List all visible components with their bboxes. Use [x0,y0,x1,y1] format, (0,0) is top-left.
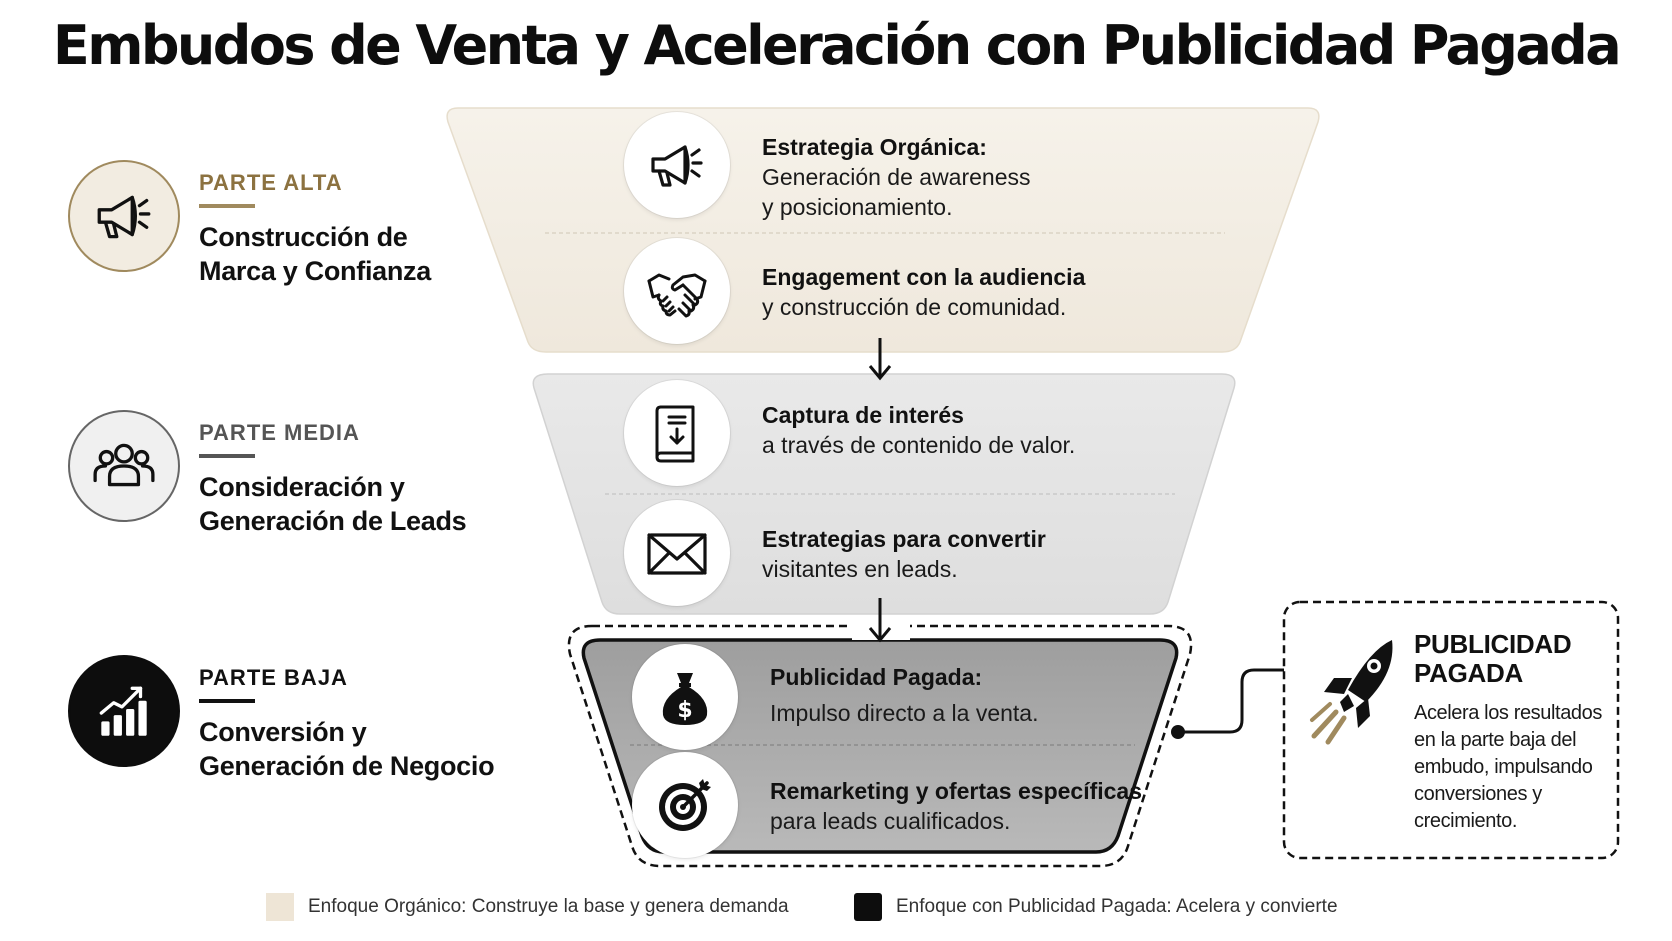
callout-publicidad-pagada: PUBLICIDAD PAGADA Acelera los resultados… [1284,602,1618,858]
stage-heading-line: Construcción de [199,222,408,252]
item-title: Publicidad Pagada: [770,664,983,690]
item-title: Estrategia Orgánica: [762,134,987,160]
legend-item-organic: Enfoque Orgánico: Construye la base y ge… [266,893,789,921]
growth-chart-icon [99,686,147,736]
stage-heading-line: Conversión y [199,717,367,747]
item-line: y posicionamiento. [762,194,953,220]
legend-swatch [854,893,882,921]
stage-parte-media: PARTE MEDIA Consideración y Generación d… [68,410,528,540]
item-icon-circle [624,112,730,218]
megaphone-icon [97,195,151,239]
stage-tag: PARTE MEDIA [199,420,360,445]
item-icon-circle [624,380,730,486]
arrow-down-2 [868,598,892,643]
stage-underline [199,204,255,208]
arrow-down-1 [868,338,892,381]
legend-label: Enfoque con Publicidad Pagada: Acelera y… [896,896,1338,917]
stage-parte-baja: PARTE BAJA Conversión y Generación de Ne… [68,655,528,785]
stage-parte-alta: PARTE ALTA Construcción de Marca y Confi… [68,160,528,290]
people-group-icon [93,443,155,487]
item-line: Generación de awareness [762,164,1031,190]
stage-heading-line: Consideración y [199,472,405,502]
item-line: y construcción de comunidad. [762,294,1067,320]
callout-body: Acelera los resultados en la parte baja … [1414,702,1602,832]
item-title: Captura de interés [762,402,964,428]
item-icon-circle [624,238,730,344]
stage-heading-line: Marca y Confianza [199,256,431,286]
stage-heading: Construcción de Marca y Confianza [199,220,431,288]
target-icon [659,779,711,831]
item-line: Impulso directo a la venta. [770,700,1039,726]
legend-swatch [266,893,294,921]
svg-text:$: $ [677,698,692,723]
money-bag-icon: $ [662,673,708,725]
stage-heading-line: Generación de Leads [199,506,467,536]
callout-title-line: PUBLICIDAD [1414,629,1572,659]
item-text: Remarketing y ofertas específicas para l… [770,776,1142,836]
callout-title-line: PAGADA [1414,658,1523,688]
item-text: Engagement con la audiencia y construcci… [762,262,1085,322]
item-title: Estrategias para convertir [762,526,1046,552]
funnel-section-bottom-outline [567,624,1193,868]
connector-line [1178,668,1284,734]
stage-icon-circle [68,410,180,522]
legend-item-paid: Enfoque con Publicidad Pagada: Acelera y… [854,893,1338,921]
ebook-download-icon [655,405,695,463]
item-icon-circle: $ [632,644,738,750]
item-line: para leads cualificados. [770,808,1011,834]
page-title: Embudos de Venta y Aceleración con Publi… [52,14,1622,77]
stage-tag: PARTE ALTA [199,170,343,195]
callout-title: PUBLICIDAD PAGADA [1414,629,1572,688]
legend-label: Enfoque Orgánico: Construye la base y ge… [308,896,789,917]
stage-icon-circle [68,655,180,767]
item-text: Captura de interés a través de contenido… [762,400,1075,460]
rocket-icon [1310,640,1393,745]
stage-tag: PARTE BAJA [199,665,348,690]
item-title: Engagement con la audiencia [762,264,1086,290]
item-icon-circle [632,752,738,858]
item-text: Estrategias para convertir visitantes en… [762,524,1046,584]
item-line: visitantes en leads. [762,556,958,582]
stage-heading: Consideración y Generación de Leads [199,470,467,538]
stage-heading: Conversión y Generación de Negocio [199,715,495,783]
item-line: a través de contenido de valor. [762,432,1076,458]
handshake-icon [647,273,707,318]
item-title: Remarketing y ofertas específicas [770,778,1143,804]
stage-underline [199,699,255,703]
item-icon-circle [624,500,730,606]
stage-icon-circle [68,160,180,272]
item-text: Estrategia Orgánica: Generación de aware… [762,132,1031,222]
megaphone-icon [651,145,703,187]
envelope-icon [647,533,707,575]
stage-heading-line: Generación de Negocio [199,751,495,781]
item-text: Publicidad Pagada: Impulso directo a la … [770,662,1038,728]
stage-underline [199,454,255,458]
